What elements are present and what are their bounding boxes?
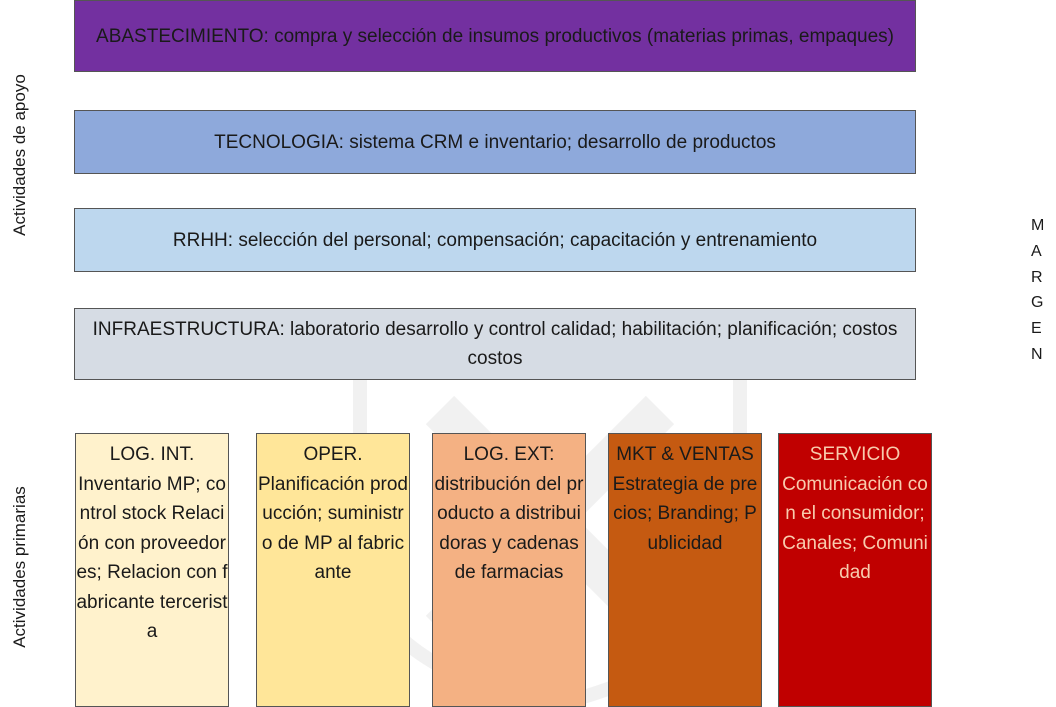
margin-letter: R [1031,268,1043,286]
support-activities-label: Actividades de apoyo [10,74,29,236]
margin-label: M A R G E N [1031,213,1055,368]
primary-col-inbound-logistics: LOG. INT. Inventario MP; control stock R… [75,433,229,707]
col-text: Estrategia de precios; Branding; Publici… [612,473,758,554]
support-bar-hr: RRHH: selección del personal; compensaci… [74,208,916,272]
col-title: OPER. [303,444,363,465]
col-text: distribución del producto a distribuidor… [434,473,584,584]
margin-letter: M [1031,217,1045,234]
support-bar-infrastructure: INFRAESTRUCTURA: laboratorio desarrollo … [74,308,916,380]
margin-letter: G [1031,294,1044,312]
col-text: Planificación producción; suministro de … [258,473,408,584]
col-text: Comunicación con el consumidor; Canales;… [782,473,928,584]
primary-activities-label: Actividades primarias [10,486,29,648]
col-title: SERVICIO [809,444,901,465]
primary-col-outbound-logistics: LOG. EXT: distribución del producto a di… [432,433,586,707]
margin-letter: N [1031,345,1043,363]
support-bar-technology: TECNOLOGIA: sistema CRM e inventario; de… [74,110,916,174]
col-title: LOG. INT. [109,444,195,465]
margin-letter: E [1031,320,1042,338]
col-title: LOG. EXT: [463,444,555,465]
support-bar-procurement: ABASTECIMIENTO: compra y selección de in… [74,0,916,72]
primary-col-marketing-sales: MKT & VENTAS Estrategia de precios; Bran… [608,433,762,707]
primary-col-operations: OPER. Planificación producción; suminist… [256,433,410,707]
primary-col-service: SERVICIO Comunicación con el consumidor;… [778,433,932,707]
margin-letter: A [1031,242,1042,260]
col-title: MKT & VENTAS [616,444,754,465]
col-text: Inventario MP; control stock Relación co… [76,473,228,643]
